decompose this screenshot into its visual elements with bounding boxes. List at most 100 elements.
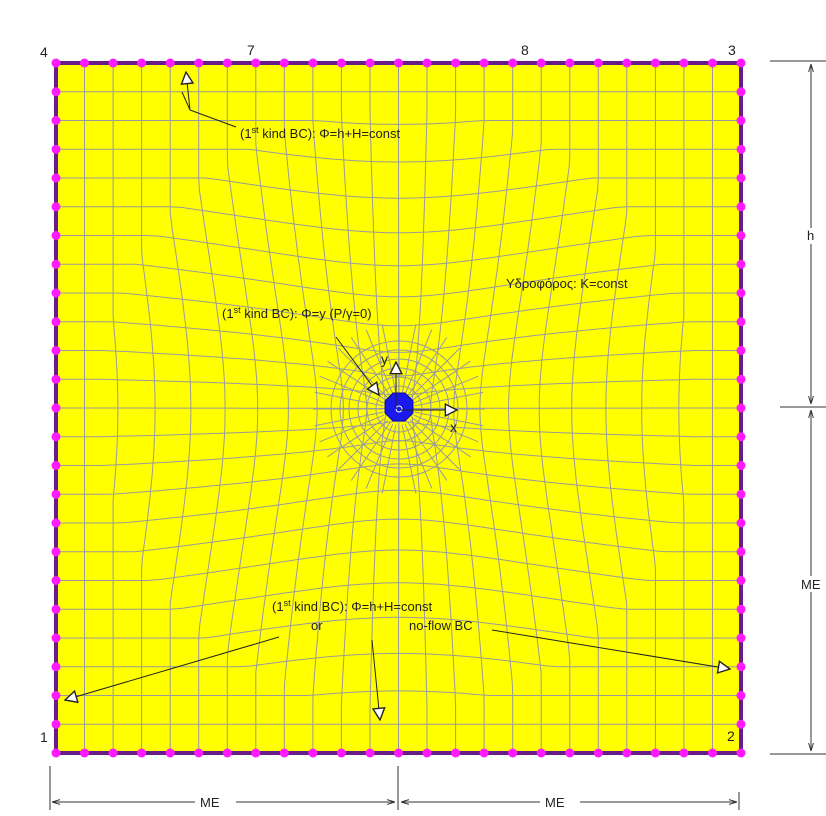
boundary-node-dot-icon: [308, 58, 318, 68]
boundary-node-dot-icon: [51, 691, 61, 700]
top-bc-label: (1st kind BC): Φ=h+H=const: [240, 125, 400, 141]
boundary-node-dot-icon: [279, 748, 289, 758]
boundary-node-dot-icon: [736, 87, 746, 97]
right-dim-label-h: h: [807, 228, 814, 243]
boundary-nodes: [51, 58, 746, 758]
mesh-line-radial: [404, 329, 433, 395]
boundary-node-dot-icon: [736, 432, 746, 442]
boundary-node-dot-icon: [251, 748, 261, 758]
boundary-node-dot-icon: [736, 346, 746, 355]
node-number-4: 4: [40, 44, 48, 60]
boundary-node-dot-icon: [593, 58, 603, 68]
mesh-line-horizontal: [56, 690, 741, 696]
mesh-line-radial: [381, 324, 397, 394]
mesh-line-radial: [414, 391, 484, 407]
boundary-node-dot-icon: [51, 461, 61, 470]
boundary-node-dot-icon: [479, 58, 489, 68]
boundary-node-dot-icon: [736, 288, 746, 298]
boundary-node-dot-icon: [622, 748, 632, 758]
boundary-node-dot-icon: [51, 259, 61, 269]
bottom-dim-label-left: ME: [200, 795, 220, 810]
boundary-node-dot-icon: [108, 58, 118, 68]
mesh-line-horizontal: [56, 263, 741, 298]
boundary-node-dot-icon: [51, 346, 61, 355]
boundary-node-dot-icon: [422, 748, 432, 758]
boundary-node-dot-icon: [80, 58, 89, 68]
mesh-line-ring: [366, 376, 432, 442]
boundary-node-dot-icon: [736, 461, 746, 470]
boundary-node-dot-icon: [51, 173, 61, 183]
boundary-node-dot-icon: [536, 748, 546, 758]
top-bc-bracket: [189, 109, 237, 128]
mesh-line-horizontal: [56, 652, 741, 668]
mesh-line-radial: [314, 411, 384, 427]
mesh-line-radial: [319, 414, 385, 443]
boundary-node-dot-icon: [736, 518, 746, 528]
well-bc-label: (1st kind BC): Φ=y (P/γ=0): [222, 305, 372, 321]
mesh-line-horizontal: [56, 206, 741, 234]
boundary-node-dot-icon: [479, 748, 489, 758]
boundary-node-dot-icon: [736, 317, 746, 327]
mesh-line-radial: [407, 337, 448, 396]
boundary-node-dot-icon: [679, 748, 689, 758]
mesh-line-radial: [409, 347, 461, 399]
bottom-dim-label-right: ME: [545, 795, 565, 810]
mesh-line-radial: [401, 424, 417, 494]
boundary-node-dot-icon: [80, 748, 89, 758]
boundary-node-dot-icon: [51, 576, 61, 585]
boundary-node-dot-icon: [736, 748, 746, 758]
mesh-line-radial: [365, 329, 394, 395]
boundary-node-dot-icon: [137, 58, 147, 68]
boundary-node-dot-icon: [451, 748, 461, 758]
boundary-node-dot-icon: [736, 403, 746, 413]
top-bc-leader: [181, 91, 191, 111]
boundary-node-dot-icon: [51, 432, 61, 442]
boundary-node-dot-icon: [736, 604, 746, 614]
boundary-node-dot-icon: [51, 374, 61, 384]
node-number-1: 1: [40, 729, 48, 745]
mesh-line-horizontal: [56, 582, 741, 610]
boundary-node-dot-icon: [508, 58, 518, 68]
boundary-node-dot-icon: [51, 87, 61, 97]
boundary-node-dot-icon: [365, 58, 375, 68]
boundary-node-dot-icon: [736, 58, 746, 68]
boundary-node-dot-icon: [51, 202, 61, 212]
boundary-node-dot-icon: [736, 116, 746, 125]
mesh-line-ring: [375, 385, 423, 433]
boundary-node-dot-icon: [708, 58, 717, 68]
bottom-bc-label: (1st kind BC): Φ=h+H=const: [272, 598, 432, 614]
mesh-line-radial: [327, 417, 386, 458]
boundary-node-dot-icon: [565, 58, 575, 68]
boundary-node-dot-icon: [736, 259, 746, 269]
boundary-node-dot-icon: [165, 748, 175, 758]
boundary-node-dot-icon: [336, 58, 346, 68]
boundary-node-dot-icon: [308, 748, 318, 758]
boundary-node-dot-icon: [736, 576, 746, 585]
boundary-node-dot-icon: [51, 116, 61, 125]
mesh-line-horizontal: [56, 148, 741, 163]
well-bc-arrow: [335, 336, 379, 395]
bottom-bc-arrow-left: [65, 636, 280, 700]
mesh-line-horizontal: [56, 177, 741, 199]
mesh-line-radial: [365, 423, 394, 489]
boundary-node-dot-icon: [736, 719, 746, 729]
boundary-node-dot-icon: [736, 662, 746, 672]
boundary-node-dot-icon: [222, 748, 232, 758]
boundary-node-dot-icon: [51, 403, 61, 413]
boundary-node-dot-icon: [736, 691, 746, 700]
boundary-node-dot-icon: [736, 547, 746, 557]
mesh-line-radial: [404, 423, 433, 489]
mesh-line-horizontal: [56, 616, 741, 639]
boundary-node-dot-icon: [51, 719, 61, 729]
mesh-line-horizontal: [56, 235, 741, 267]
mesh-line-radial: [337, 419, 389, 471]
boundary-node-dot-icon: [51, 58, 61, 68]
boundary-node-dot-icon: [51, 547, 61, 557]
right-dim-label-me: ME: [801, 577, 821, 592]
boundary-node-dot-icon: [51, 231, 61, 240]
mesh-line-radial: [409, 419, 461, 471]
node-number-3: 3: [728, 42, 736, 58]
mesh-line-radial: [412, 417, 471, 458]
mesh-line-radial: [350, 337, 391, 396]
